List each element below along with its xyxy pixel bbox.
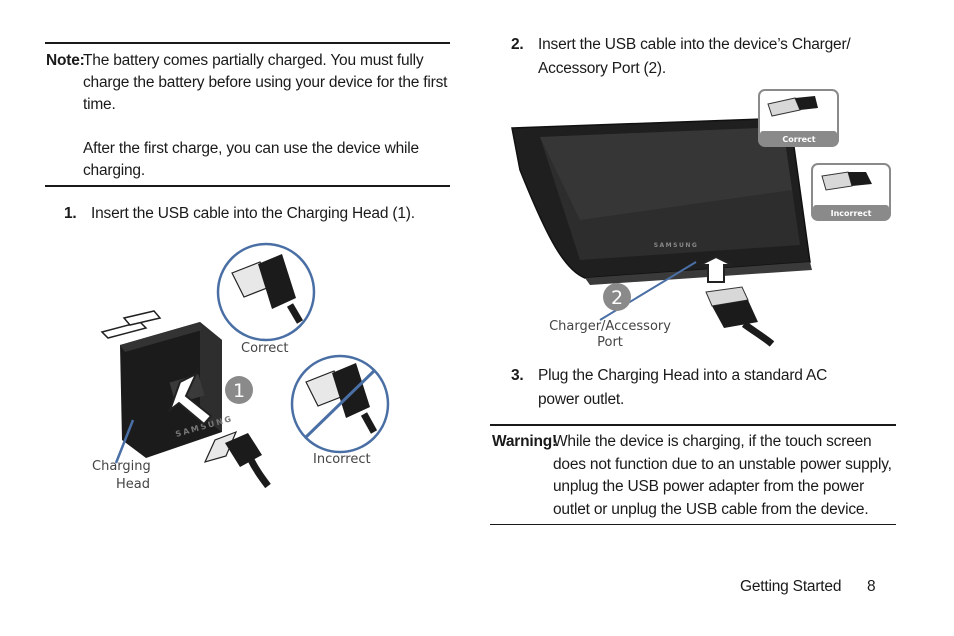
note-paragraph-1: The battery comes partially charged. You… [83,52,448,113]
step-text: Insert the USB cable into the device’s C… [538,36,851,77]
footer-section-title: Getting Started [740,578,842,595]
correct-orientation-circle [216,242,316,342]
tablet-brand-text: SAMSUNG [654,242,699,249]
warning-top-rule [490,424,896,426]
note-bottom-rule [45,185,450,187]
step-number: 1. [64,205,77,222]
step-1: 1. Insert the USB cable into the Chargin… [64,202,444,226]
charging-head-body [120,322,222,458]
warning-bottom-rule [490,524,896,525]
incorrect-orientation-circle [290,354,390,454]
step-text: Plug the Charging Head into a standard A… [538,367,828,408]
insert-arrow-icon [167,371,213,426]
step-3: 3. Plug the Charging Head into a standar… [511,364,871,412]
step-number: 2. [511,36,524,53]
note-paragraph-2: After the first charge, you can use the … [83,140,419,179]
charger-port-label-line-2: Port [597,335,623,350]
warning-text: While the device is charging, if the tou… [553,433,892,518]
step-2: 2. Insert the USB cable into the device’… [511,33,871,81]
incorrect-label: Incorrect [313,452,371,467]
correct-label: Correct [241,341,289,356]
svg-text:2: 2 [611,287,623,309]
svg-text:Correct: Correct [782,135,815,144]
charging-head-label: Charging Head [92,458,151,494]
footer-page-number: 8 [867,578,876,595]
charger-port-label-line-1: Charger/Accessory [549,319,671,334]
charging-head-callout-line [114,419,135,464]
warning-block: Warning! While the device is charging, i… [492,431,897,521]
note-block: Note: The battery comes partially charge… [46,50,451,182]
svg-text:Incorrect: Incorrect [831,209,872,218]
step-number: 3. [511,367,524,384]
step-text: Insert the USB cable into the Charging H… [91,205,415,222]
note-label: Note: [46,52,85,69]
usb-cable-into-head [203,430,271,489]
tablet-cable-connector [705,286,775,347]
charging-head-label-line-2: Head [116,477,150,492]
note-top-rule [45,42,450,44]
incorrect-port-badge: Incorrect [811,163,891,221]
port-arrow-icon [699,255,733,283]
warning-label: Warning! [492,433,557,450]
callout-2-badge: 2 [603,283,631,311]
callout-1-badge: 1 [225,376,253,404]
charger-port-label: Charger/Accessory Port [546,319,674,351]
tablet-body [511,117,812,285]
svg-text:1: 1 [233,380,245,402]
correct-port-badge: Correct [758,89,839,147]
charging-head-label-line-1: Charging [92,459,151,474]
plug-prongs [100,310,162,339]
